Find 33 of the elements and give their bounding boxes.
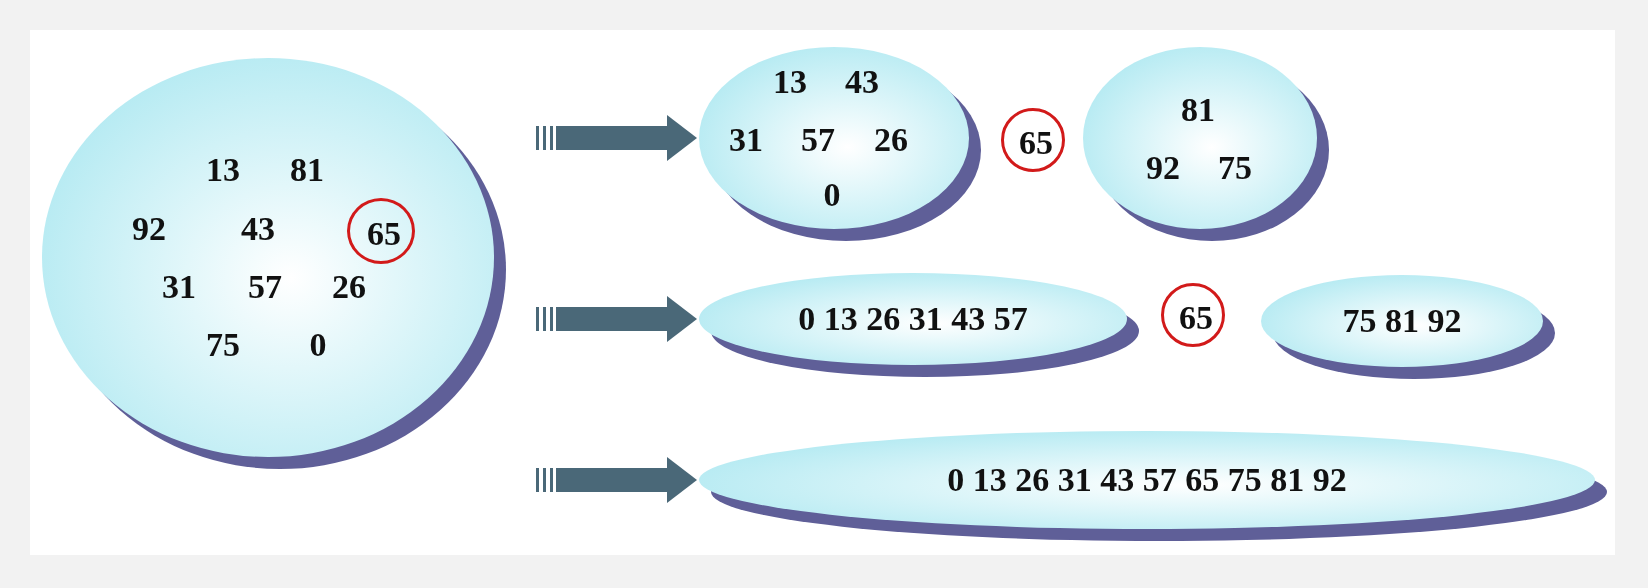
number-label: 0 13 26 31 43 57 65 75 81 92 xyxy=(947,463,1347,497)
number-label: 31 xyxy=(729,123,763,157)
partition-ellipse xyxy=(42,58,506,469)
number-label: 43 xyxy=(241,212,275,246)
number-label: 0 xyxy=(309,328,327,362)
pivot-circle xyxy=(347,198,415,264)
partition-ellipse xyxy=(1083,47,1329,241)
number-label: 65 xyxy=(367,217,401,251)
number-label: 13 xyxy=(206,153,240,187)
number-label: 92 xyxy=(132,212,166,246)
number-label: 43 xyxy=(845,65,879,99)
pivot-circle xyxy=(1001,108,1065,172)
number-label: 75 xyxy=(206,328,240,362)
number-label: 31 xyxy=(162,270,196,304)
number-label: 57 xyxy=(248,270,282,304)
number-label: 0 13 26 31 43 57 xyxy=(798,302,1028,336)
number-label: 75 xyxy=(1218,151,1252,185)
number-label: 65 xyxy=(1019,126,1053,160)
number-label: 92 xyxy=(1146,151,1180,185)
number-label: 13 xyxy=(773,65,807,99)
number-label: 26 xyxy=(874,123,908,157)
pivot-circle xyxy=(1161,283,1225,347)
partition-ellipse xyxy=(699,273,1139,377)
number-label: 81 xyxy=(290,153,324,187)
number-label: 65 xyxy=(1179,301,1213,335)
number-label: 57 xyxy=(801,123,835,157)
partition-ellipse xyxy=(699,47,981,241)
number-label: 0 xyxy=(823,178,841,212)
partition-ellipse xyxy=(1261,275,1555,379)
number-label: 75 81 92 xyxy=(1342,304,1462,338)
number-label: 26 xyxy=(332,270,366,304)
partition-ellipse xyxy=(699,431,1607,541)
number-label: 81 xyxy=(1181,93,1215,127)
